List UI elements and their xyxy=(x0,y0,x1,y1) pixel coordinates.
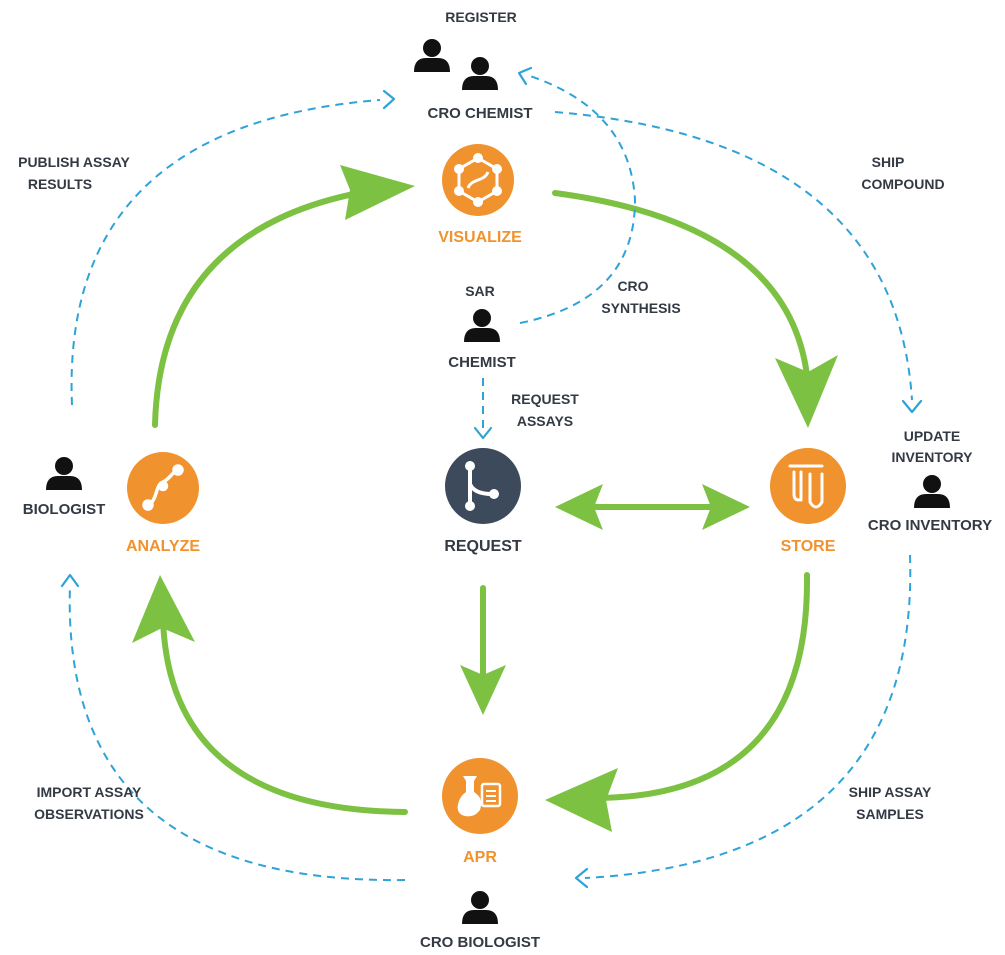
flask-clipboard-icon xyxy=(457,776,502,817)
import-label-2: OBSERVATIONS xyxy=(34,806,144,822)
apr-label: APR xyxy=(463,849,497,866)
ship-compound-label-1: SHIP xyxy=(872,154,905,170)
publish-label-1: PUBLISH ASSAY xyxy=(18,154,130,170)
branch-flow-icon xyxy=(465,461,499,511)
apr-circle xyxy=(442,758,518,834)
dashed-publish-results xyxy=(70,99,381,406)
dashed-head-ship-samples xyxy=(574,867,589,889)
dashed-flow-arrows xyxy=(60,66,923,889)
person-icon-register-1 xyxy=(414,39,450,72)
person-icon-register-2 xyxy=(462,57,498,90)
cro-synthesis-label-2: SYNTHESIS xyxy=(601,300,680,316)
cro-biologist-label: CRO BIOLOGIST xyxy=(420,934,540,951)
test-tubes-icon xyxy=(788,464,824,509)
dashed-cro-synthesis xyxy=(519,75,637,324)
dashed-head-ship-compound xyxy=(901,399,923,414)
arrow-store-to-apr xyxy=(587,572,811,802)
arrow-visualize-to-store xyxy=(552,190,811,388)
arrow-analyze-to-visualize xyxy=(152,187,378,428)
node-store[interactable]: STORE xyxy=(770,448,846,555)
dashed-head-import xyxy=(60,573,80,588)
dashed-head-publish xyxy=(382,89,396,110)
update-inventory-label-2: INVENTORY xyxy=(892,449,974,465)
request-circle xyxy=(445,448,521,524)
arrow-apr-to-analyze xyxy=(160,617,408,815)
import-label-1: IMPORT ASSAY xyxy=(37,784,142,800)
green-flow-arrows xyxy=(132,165,838,832)
dashed-head-request-assays xyxy=(473,426,493,440)
biologist-label: BIOLOGIST xyxy=(23,501,106,518)
request-label: REQUEST xyxy=(444,538,522,555)
node-analyze[interactable]: ANALYZE xyxy=(126,452,200,555)
node-visualize[interactable]: VISUALIZE xyxy=(438,144,522,246)
person-icon-biologist xyxy=(46,457,82,490)
curve-analysis-icon xyxy=(142,464,184,511)
visualize-label: VISUALIZE xyxy=(438,229,522,246)
node-request[interactable]: REQUEST xyxy=(444,448,522,555)
node-apr[interactable]: APR xyxy=(442,758,518,866)
ship-compound-label-2: COMPOUND xyxy=(861,176,944,192)
person-icon-cro-inventory xyxy=(914,475,950,508)
dashed-import-observations xyxy=(68,584,406,882)
request-assays-label-1: REQUEST xyxy=(511,391,579,407)
arrowhead-store-right xyxy=(702,484,750,530)
sar-chemist-label-2: CHEMIST xyxy=(448,354,516,371)
ship-samples-label-1: SHIP ASSAY xyxy=(849,784,932,800)
dashed-ship-compound xyxy=(554,111,913,401)
arrowhead-request-left xyxy=(555,484,603,530)
sar-chemist-label-1: SAR xyxy=(465,283,495,299)
store-label: STORE xyxy=(781,538,836,555)
analyze-label: ANALYZE xyxy=(126,538,200,555)
dashed-ship-samples xyxy=(584,554,912,879)
arrowhead-request-to-apr xyxy=(460,665,506,715)
cro-inventory-label: CRO INVENTORY xyxy=(868,517,992,534)
request-assays-label-2: ASSAYS xyxy=(517,413,573,429)
store-circle xyxy=(770,448,846,524)
arrowhead-to-visualize xyxy=(340,165,415,220)
cro-synthesis-label-1: CRO xyxy=(617,278,648,294)
ship-samples-label-2: SAMPLES xyxy=(856,806,924,822)
molecule-network-icon xyxy=(454,153,502,207)
arrowhead-to-store xyxy=(775,355,838,428)
cro-chemist-label: CRO CHEMIST xyxy=(428,105,533,122)
dashed-head-cro-synthesis xyxy=(517,66,533,86)
update-inventory-label-1: UPDATE xyxy=(904,428,961,444)
arrowhead-to-apr xyxy=(545,768,618,832)
person-icon-sar-chemist xyxy=(464,309,500,342)
publish-label-2: RESULTS xyxy=(28,176,92,192)
person-icon-cro-biologist xyxy=(462,891,498,924)
arrowhead-to-analyze xyxy=(132,575,195,643)
register-label: REGISTER xyxy=(445,9,517,25)
